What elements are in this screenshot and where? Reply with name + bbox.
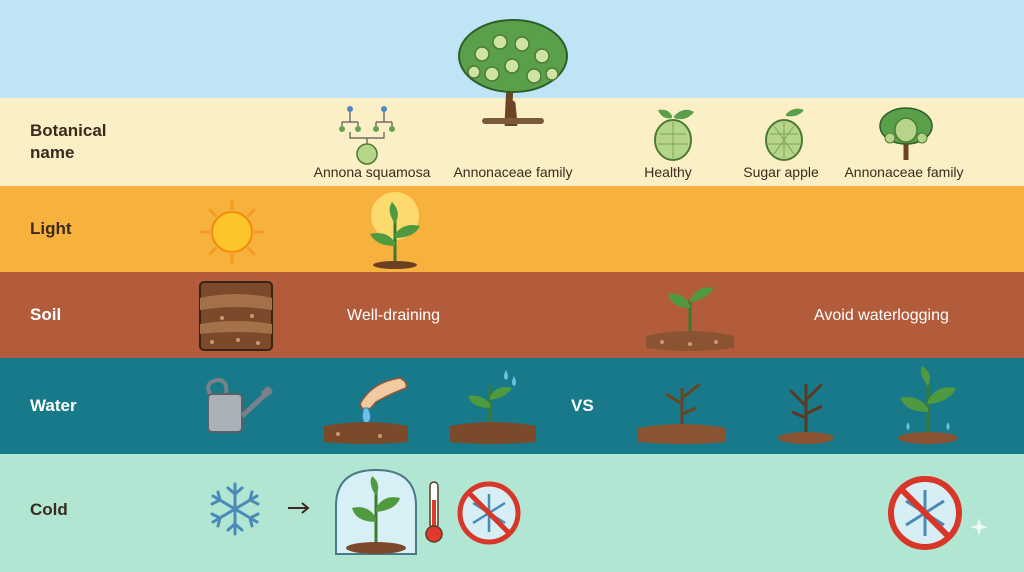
fruit-tree-icon: [458, 19, 568, 126]
sugar-apple-icon: [765, 108, 804, 161]
sparkle-icon: [970, 518, 988, 536]
no-frost-icon: [888, 476, 962, 550]
caption-avoid-waterlogging: Avoid waterlogging: [814, 307, 949, 324]
thermometer-icon: [425, 481, 443, 543]
caption-healthy: Healthy: [644, 164, 692, 180]
soil-row: [0, 272, 1024, 358]
wet-seedling-icon: [898, 366, 958, 444]
soil-label: Soil: [30, 305, 62, 324]
sprout-in-soil-icon: [646, 287, 734, 351]
hand-planting-icon: [324, 377, 408, 444]
no-frost-icon: [457, 481, 521, 545]
arrow-right-icon: [288, 502, 310, 514]
dry-seedling-icon: [638, 382, 726, 444]
soil-layers-icon: [199, 281, 273, 351]
sunlit-seedling-icon: [370, 192, 420, 269]
caption-annona-squamosa: Annona squamosa: [313, 164, 431, 180]
caption-well-draining: Well-draining: [347, 307, 441, 324]
snowflake-icon: [210, 482, 260, 536]
family-tree-icon: [339, 106, 395, 165]
light-row: [0, 186, 1024, 272]
light-label: Light: [30, 219, 72, 238]
watered-seedling-icon: [450, 370, 536, 444]
watering-can-icon: [206, 377, 273, 433]
healthy-fruit-icon: [654, 109, 694, 161]
cold-label: Cold: [30, 500, 68, 519]
dead-seedling-icon: [778, 382, 834, 444]
caption-sugar-apple: Sugar apple: [743, 164, 819, 180]
botanical-label: Botanical name: [30, 121, 107, 162]
sun-icon: [200, 200, 264, 264]
caption-annonaceae-family-2: Annonaceae family: [844, 164, 964, 180]
water-label: Water: [30, 396, 77, 415]
caption-annonaceae-family-1: Annonaceae family: [453, 164, 573, 180]
greenhouse-icon: [335, 468, 417, 555]
small-tree-icon: [879, 107, 933, 160]
versus-label: VS: [571, 396, 594, 415]
